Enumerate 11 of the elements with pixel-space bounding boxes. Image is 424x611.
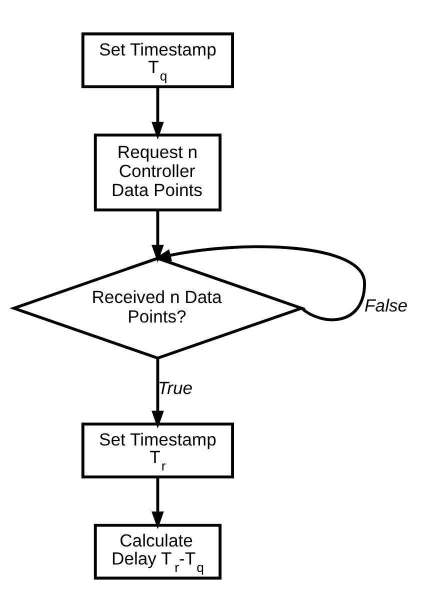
arrow — [152, 358, 164, 428]
edge-label: True — [158, 378, 193, 398]
arrow — [152, 476, 164, 529]
arrow — [152, 86, 164, 139]
edge-label: False — [364, 294, 408, 315]
arrow — [152, 210, 164, 262]
node-box: Set Timestamp T$_{q}$ — [81, 32, 234, 88]
node-box: Set Timestamp T$_{r}$ — [81, 422, 234, 478]
node-diamond: Received n Data Points? — [9, 256, 306, 360]
node-box: Calculate Delay T$_{r}$-T$_{q}$ — [94, 523, 222, 580]
node-box: Request n Controller Data Points — [94, 133, 222, 211]
